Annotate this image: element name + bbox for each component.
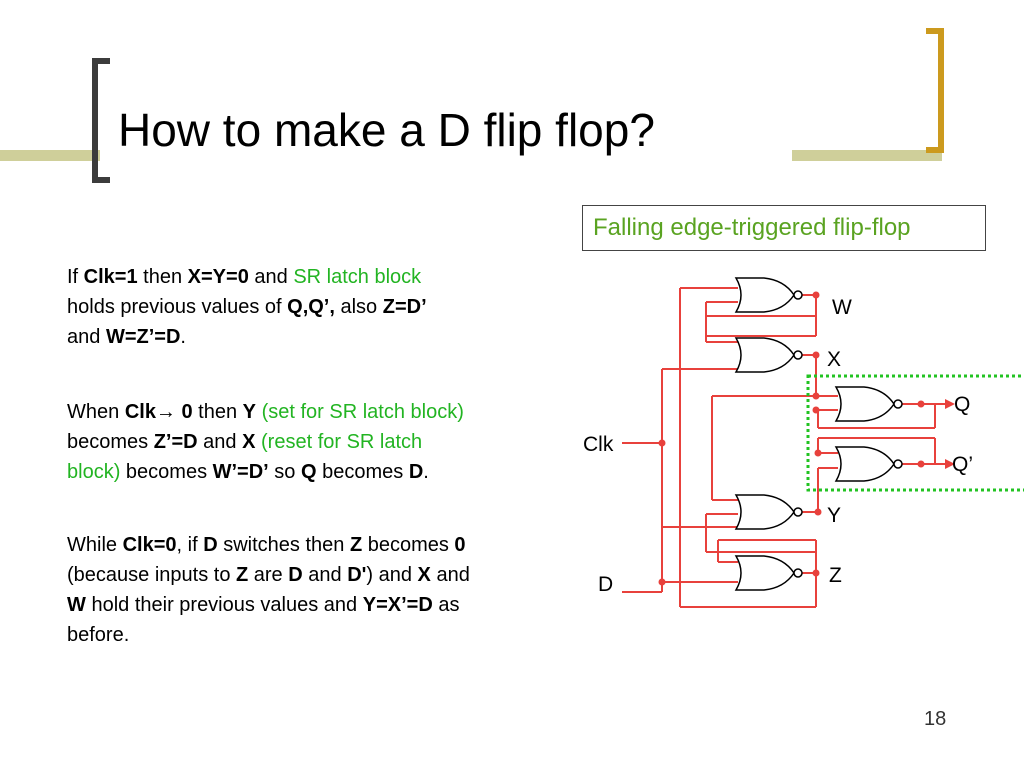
paragraph-clk-high: If Clk=1 then X=Y=0 and SR latch block h… [67,266,427,348]
nor-gate-y [735,494,803,530]
nor-gates [735,277,903,591]
callout-box: Falling edge-triggered flip-flop [582,205,986,251]
label-qbar: Q’ [952,453,973,476]
label-d: D [598,573,613,596]
circuit-wires [622,287,945,608]
nor-gate-x [735,337,803,373]
nor-gate-qbar [835,446,903,482]
title-background [112,105,792,165]
label-y: Y [827,504,841,527]
junction-dots [658,291,925,586]
paragraph-clk-falling: When Clk→ 0 then Y (set for SR latch blo… [67,401,464,483]
nor-gate-q [835,386,903,422]
slide-number: 18 [924,708,947,730]
left-bracket-decoration [92,58,110,183]
nor-gate-w [735,277,803,313]
label-w: W [832,296,852,319]
label-q: Q [954,393,970,416]
circuit-arrowheads [945,399,955,469]
sr-latch-highlight [806,374,1024,492]
label-clk: Clk [583,433,614,456]
nor-gate-z [735,555,803,591]
title-underline-left [0,150,100,161]
slide-title: How to make a D flip flop? [118,104,655,156]
label-z: Z [829,564,842,587]
right-bracket-decoration [926,28,944,153]
paragraph-clk-low: While Clk=0, if D switches then Z become… [67,534,470,646]
label-x: X [827,348,841,371]
